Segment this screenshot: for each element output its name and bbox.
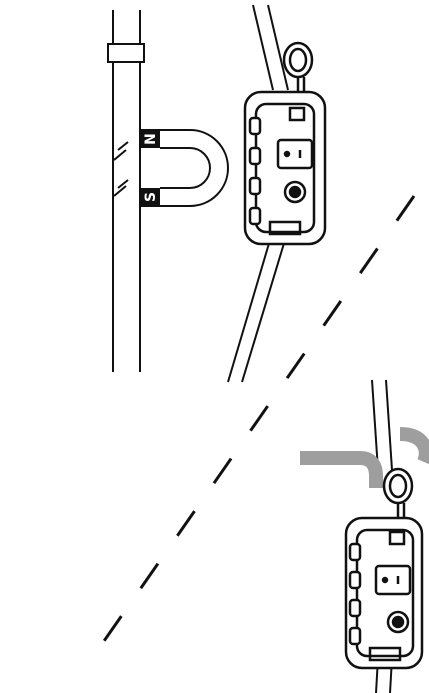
- north-pole: [140, 130, 160, 148]
- overhead-cable: [300, 427, 429, 488]
- north-pole-label: N: [143, 133, 159, 145]
- vertical-pipe: [107, 10, 145, 372]
- south-pole: [140, 188, 160, 206]
- panel-separator-dashed-line: [86, 195, 416, 665]
- carabiner-hook-icon: [382, 467, 414, 522]
- magnetic-sensor-device-icon: [344, 516, 424, 670]
- horseshoe-magnet-icon: N S: [140, 129, 229, 207]
- diagonal-cable: [227, 4, 289, 383]
- south-pole-label: S: [143, 192, 159, 202]
- magnetic-field-lines-icon: [113, 141, 129, 197]
- magnetic-sensor-device-icon: [243, 90, 327, 246]
